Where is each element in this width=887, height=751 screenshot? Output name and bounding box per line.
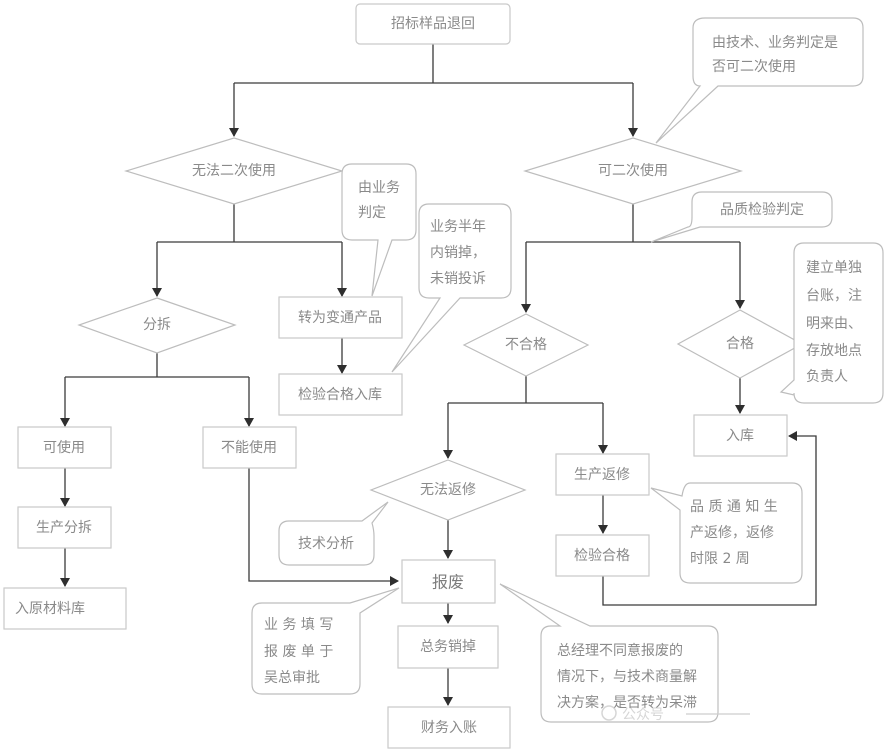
callout-quality-check-line-1: 品质检验判定: [720, 202, 804, 218]
node-inspect-pass-store: 检验合格入库: [278, 373, 403, 416]
node-gm-writeoff-label: 总务销掉: [420, 639, 476, 655]
node-raw-store-label: 入原材料库: [15, 601, 85, 617]
callout-repair-notice-line-3: 时限 2 周: [690, 551, 750, 567]
decision-fail: 不合格: [462, 313, 590, 377]
wechat-icon: [601, 705, 617, 721]
callout-gm-disagree-line-3: 决方案，是否转为呆滞: [557, 694, 697, 711]
node-convert: 转为变通产品: [278, 296, 403, 339]
node-start-label: 招标样品退回: [391, 16, 475, 32]
node-store-label: 入库: [726, 428, 754, 444]
callout-tech-analysis-line-1: 技术分析: [298, 536, 354, 552]
callout-gm-disagree: 总经理不同意报废的 情况下，与技术商量解 决方案，是否转为呆滞: [499, 583, 719, 723]
callout-scrap-form-line-1: 业 务 填 写: [264, 617, 333, 633]
decision-reusable: 可二次使用: [522, 137, 744, 205]
decision-dismantle: 分拆: [77, 297, 237, 354]
callout-repair-notice-line-2: 产返修，返修: [690, 525, 774, 541]
node-inspect-pass-store-label: 检验合格入库: [298, 387, 382, 403]
decision-cannot-repair: 无法返修: [369, 459, 527, 521]
decision-fail-label: 不合格: [505, 337, 547, 353]
callout-ledger-line-1: 建立单独: [806, 260, 862, 276]
node-store: 入库: [693, 414, 788, 457]
callout-repair-notice: 品 质 通 知 生 产返修，返修 时限 2 周: [650, 482, 803, 584]
node-scrap-label: 报废: [432, 573, 464, 592]
callout-ledger-line-3: 明来由、: [806, 316, 862, 332]
decision-unusable-label: 无法二次使用: [192, 162, 276, 179]
callout-tech-business: 由技术、业务判定是 否可二次使用: [655, 17, 864, 144]
callout-ledger-line-5: 负责人: [806, 369, 848, 385]
callout-quality-check: 品质检验判定: [650, 191, 833, 243]
callout-half-year-line-2: 内销掉，: [430, 245, 486, 261]
connector-fail-split: [448, 376, 603, 404]
node-not-usable: 不能使用: [202, 426, 297, 469]
arrow-inspect-to-store: [602, 431, 817, 606]
callout-half-year-line-3: 未销投诉: [430, 271, 486, 287]
callout-ledger: 建立单独 台账，注 明来由、 存放地点 负责人: [779, 242, 884, 404]
connector-unusable-split: [157, 204, 342, 243]
node-inspect-pass: 检验合格: [555, 534, 650, 577]
node-usable: 可使用: [17, 426, 112, 469]
decision-unusable: 无法二次使用: [123, 137, 345, 205]
decision-cannot-repair-label: 无法返修: [420, 482, 476, 498]
callout-half-year-line-1: 业务半年: [430, 219, 486, 235]
callout-repair-notice-line-1: 品 质 通 知 生: [690, 498, 778, 515]
node-finance: 财务入账: [387, 706, 511, 749]
node-prod-dismantle-label: 生产分拆: [36, 520, 92, 536]
callout-half-year: 业务半年 内销掉， 未销投诉: [391, 203, 512, 373]
node-scrap: 报废: [401, 559, 496, 604]
decision-pass-label: 合格: [726, 336, 754, 352]
node-not-usable-label: 不能使用: [221, 439, 277, 456]
node-start: 招标样品退回: [355, 3, 511, 45]
callout-by-business-line-1: 由业务: [358, 180, 400, 196]
node-raw-store: 入原材料库: [3, 587, 127, 630]
connectors: [60, 44, 817, 706]
callout-scrap-form-line-2: 报 废 单 于: [264, 644, 333, 660]
callout-tech-analysis: 技术分析: [278, 501, 389, 566]
connector-dismantle-split: [65, 353, 249, 378]
node-prod-dismantle: 生产分拆: [17, 506, 112, 549]
node-finance-label: 财务入账: [421, 720, 477, 736]
callout-ledger-line-4: 存放地点: [806, 343, 862, 359]
watermark-text: 公众号: [622, 707, 664, 723]
watermark: 公众号: [601, 705, 750, 723]
decision-dismantle-label: 分拆: [143, 317, 171, 333]
callout-scrap-form-line-3: 吴总审批: [264, 670, 320, 686]
connector-start-split: [234, 44, 633, 84]
callout-gm-disagree-line-1: 总经理不同意报废的: [557, 642, 683, 659]
callout-by-business: 由业务 判定: [341, 163, 417, 297]
decision-pass: 合格: [676, 309, 804, 379]
node-prod-repair-label: 生产返修: [574, 467, 630, 483]
node-prod-repair: 生产返修: [555, 453, 650, 496]
arrow-not-usable-to-scrap: [248, 468, 399, 586]
callout-gm-disagree-line-2: 情况下，与技术商量解: [557, 669, 697, 685]
callout-ledger-line-2: 台账，注: [806, 288, 862, 304]
decision-reusable-label: 可二次使用: [598, 162, 668, 179]
callout-scrap-form: 业 务 填 写 报 废 单 于 吴总审批: [251, 587, 400, 695]
node-usable-label: 可使用: [43, 439, 85, 456]
callout-by-business-line-2: 判定: [358, 205, 386, 221]
callout-tech-business-line-2: 否可二次使用: [712, 58, 796, 75]
connector-reusable-split: [526, 204, 740, 243]
node-gm-writeoff: 总务销掉: [397, 625, 499, 669]
node-inspect-pass-label: 检验合格: [574, 548, 630, 564]
callout-tech-business-line-1: 由技术、业务判定是: [712, 35, 838, 51]
node-convert-label: 转为变通产品: [298, 310, 382, 326]
